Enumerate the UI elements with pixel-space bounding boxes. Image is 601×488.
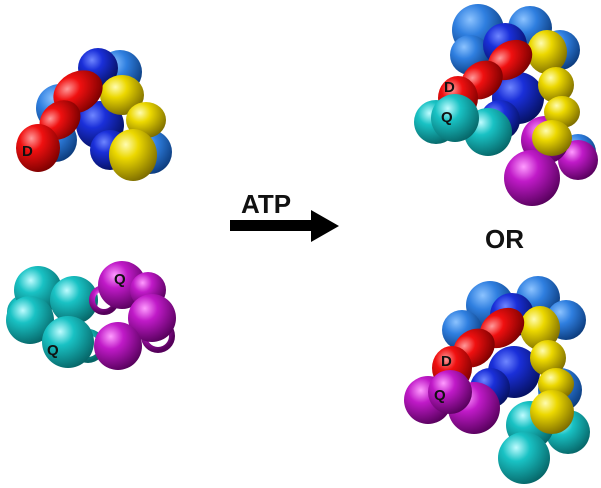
magenta-domain	[428, 370, 472, 414]
cyan-domain	[431, 94, 479, 142]
complex-bottom-left: Q Q	[6, 261, 176, 370]
yellow-domain	[544, 96, 580, 128]
yellow-domain	[538, 67, 574, 103]
complex-top-right: D Q	[414, 4, 598, 206]
magenta-domain	[558, 140, 598, 180]
complex-top-left: D	[16, 48, 172, 181]
label-q: Q	[434, 387, 446, 404]
arrow-label: ATP	[241, 189, 291, 219]
complex-bottom-right: D Q	[404, 276, 590, 484]
label-d: D	[22, 143, 33, 160]
yellow-domain	[109, 129, 157, 181]
atp-arrow: ATP	[230, 189, 339, 242]
yellow-domain	[100, 75, 144, 115]
magenta-domain	[504, 150, 560, 206]
yellow-domain	[530, 340, 566, 376]
label-d: D	[444, 79, 455, 96]
yellow-domain	[520, 306, 560, 350]
cyan-domain	[42, 316, 94, 368]
magenta-domain	[128, 294, 176, 342]
arrow-shaft	[230, 220, 314, 231]
label-d: D	[441, 353, 452, 370]
label-q: Q	[441, 109, 453, 126]
or-label: OR	[485, 224, 524, 254]
arrow-head	[311, 210, 339, 242]
label-q: Q	[47, 342, 59, 359]
yellow-domain	[527, 30, 567, 74]
cyan-domain	[50, 276, 98, 324]
yellow-domain	[126, 102, 166, 138]
magenta-domain	[94, 322, 142, 370]
cyan-domain	[498, 432, 550, 484]
red-domain	[16, 124, 60, 172]
label-q: Q	[114, 271, 126, 288]
cyan-domain	[6, 296, 54, 344]
yellow-domain	[530, 390, 574, 434]
yellow-domain	[532, 120, 572, 156]
